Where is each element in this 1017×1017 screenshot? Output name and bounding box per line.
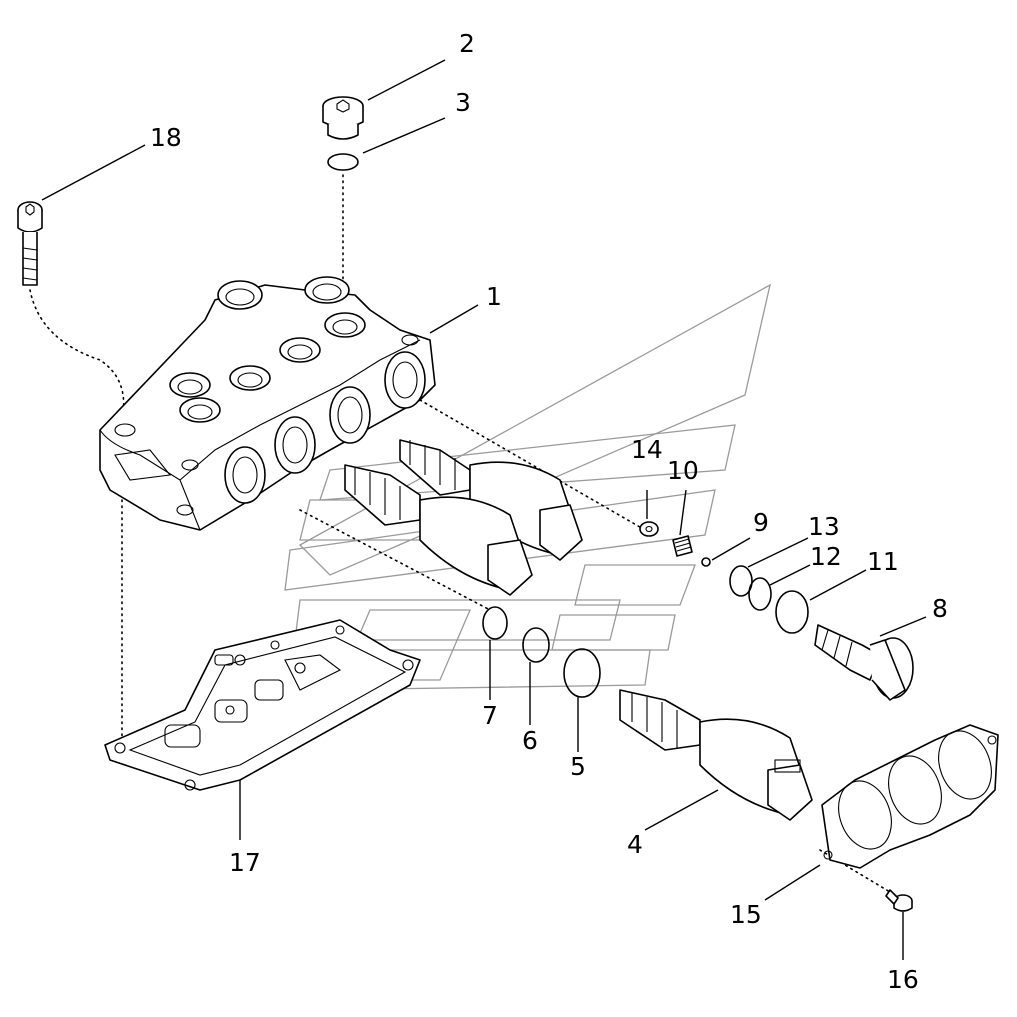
callout-16: 16	[887, 965, 919, 994]
gasket-part-17[interactable]	[104, 619, 421, 791]
callout-14: 14	[631, 435, 663, 464]
ball-part[interactable]	[701, 557, 711, 567]
callout-labels: 1 2 3 4 5 6 7 8 9 10 11 12 13 14 15 16 1…	[150, 29, 948, 994]
plug-part[interactable]	[322, 96, 364, 140]
callout-15: 15	[730, 900, 762, 929]
callout-4: 4	[627, 830, 643, 859]
gasket-part-15[interactable]	[821, 724, 1000, 869]
callout-11: 11	[867, 547, 899, 576]
screw-part[interactable]	[885, 889, 913, 912]
washer-part[interactable]	[639, 521, 659, 537]
callout-12: 12	[810, 542, 842, 571]
assembly-lines	[29, 174, 896, 896]
callout-5: 5	[570, 752, 586, 781]
solenoid-valve-lower[interactable]	[344, 464, 533, 596]
o-ring-part-5[interactable]	[563, 648, 601, 698]
callout-2: 2	[459, 29, 475, 58]
callout-1: 1	[486, 282, 502, 311]
callout-6: 6	[522, 726, 538, 755]
callout-17: 17	[229, 848, 261, 877]
callout-9: 9	[753, 508, 769, 537]
callout-8: 8	[932, 594, 948, 623]
callout-3: 3	[455, 88, 471, 117]
callout-7: 7	[482, 701, 498, 730]
callout-13: 13	[808, 512, 840, 541]
callout-18: 18	[150, 123, 182, 152]
leader-lines	[41, 59, 927, 960]
o-ring-part-6[interactable]	[522, 627, 550, 663]
o-ring-part-7[interactable]	[482, 606, 508, 640]
watermark-logo	[284, 283, 771, 691]
o-ring-part-12[interactable]	[748, 577, 772, 611]
o-ring-part-13[interactable]	[729, 565, 753, 597]
cap-screw-part[interactable]	[17, 201, 43, 286]
o-ring-part-11[interactable]	[775, 590, 809, 634]
valve-block-part[interactable]	[99, 276, 436, 531]
cartridge-valve-part[interactable]	[814, 624, 914, 701]
callout-10: 10	[667, 456, 699, 485]
spring-part[interactable]	[672, 535, 693, 557]
solenoid-valve-part[interactable]	[619, 689, 813, 821]
o-ring-part-3[interactable]	[327, 153, 359, 171]
